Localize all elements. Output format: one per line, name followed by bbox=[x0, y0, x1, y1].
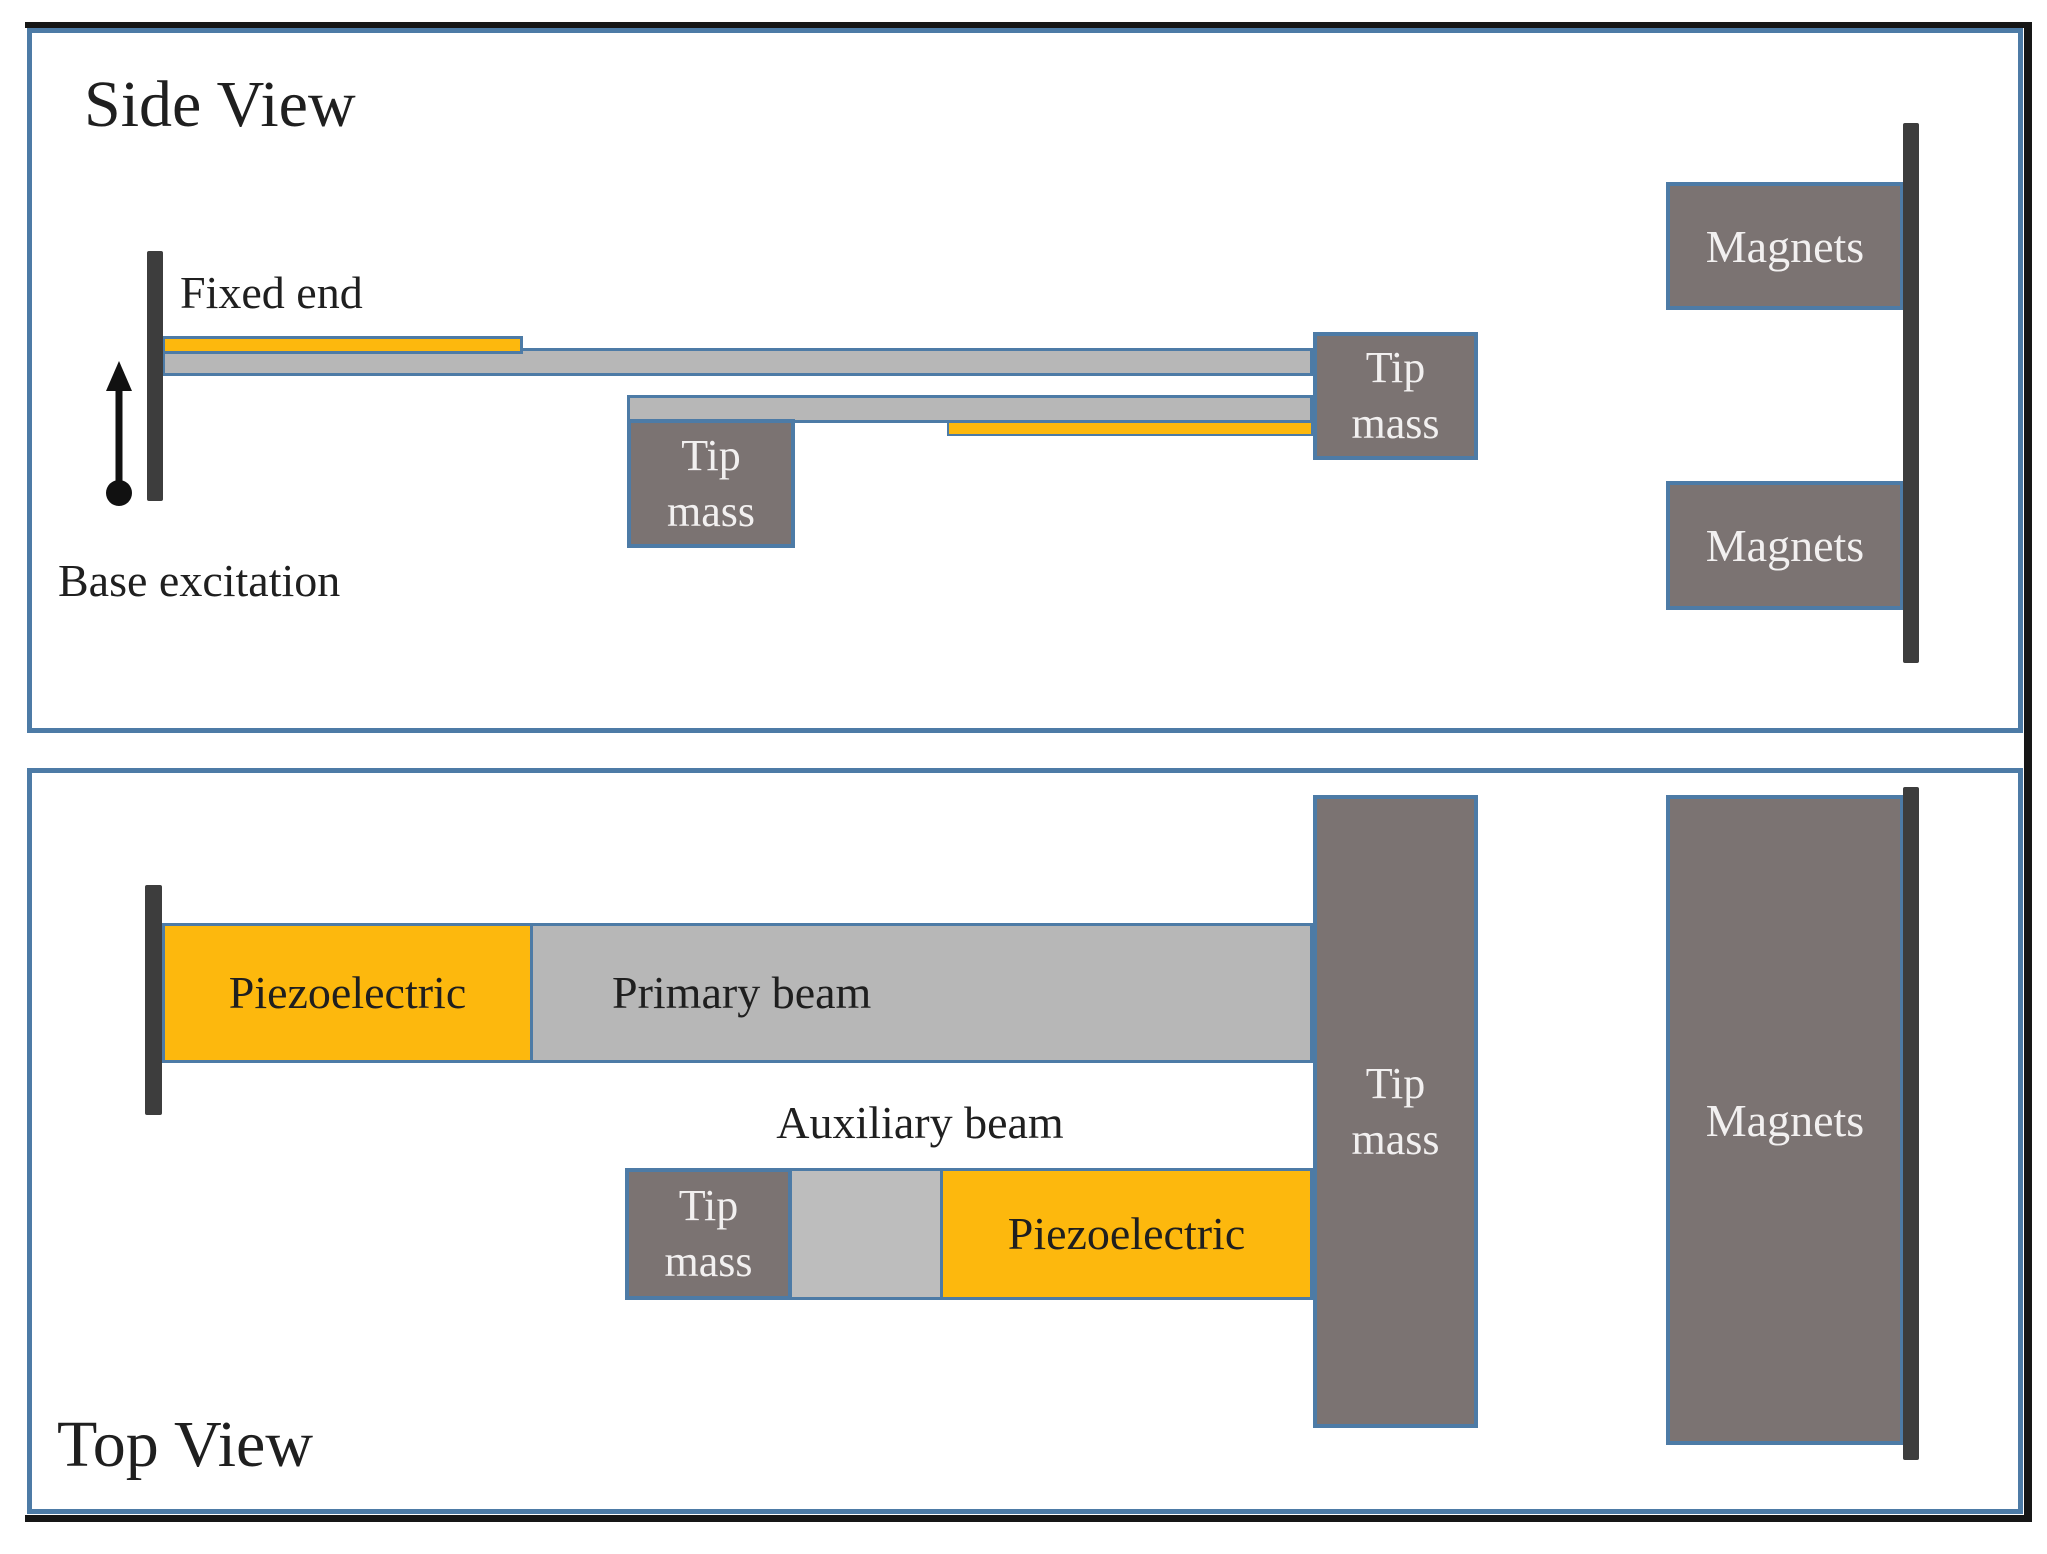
top-primary-piezo-label: Piezoelectric bbox=[228, 967, 467, 1018]
top-fixed-wall bbox=[145, 885, 162, 1115]
top-magnet-frame-bar bbox=[1903, 787, 1919, 1460]
side-aux-tip-mass: Tip mass bbox=[627, 419, 795, 548]
figure-frame bbox=[25, 22, 2032, 1522]
top-aux-piezo: Piezoelectric bbox=[940, 1168, 1313, 1300]
side-magnet-top-label: Magnets bbox=[1705, 220, 1865, 272]
side-main-tip-mass-label-line2: mass bbox=[1351, 399, 1440, 448]
top-aux-tip-mass-label-line1: Tip bbox=[678, 1181, 739, 1230]
top-primary-beam bbox=[530, 923, 1313, 1063]
top-magnets-label: Magnets bbox=[1705, 1094, 1865, 1146]
side-fixed-wall bbox=[147, 251, 163, 501]
primary-beam-label: Primary beam bbox=[612, 967, 872, 1018]
top-main-tip-mass: Tip mass bbox=[1313, 795, 1478, 1428]
top-magnets: Magnets bbox=[1666, 795, 1904, 1445]
side-view-panel bbox=[27, 28, 2023, 733]
top-aux-beam-segment bbox=[789, 1168, 943, 1300]
base-excitation-label: Base excitation bbox=[58, 555, 341, 606]
top-view-title: Top View bbox=[57, 1408, 314, 1481]
top-aux-tip-mass: Tip mass bbox=[625, 1168, 792, 1300]
side-magnet-bottom-label: Magnets bbox=[1705, 520, 1865, 571]
side-aux-tip-mass-label-line2: mass bbox=[667, 486, 755, 536]
side-magnet-frame-bar bbox=[1903, 123, 1919, 663]
side-main-tip-mass-label-line1: Tip bbox=[1365, 343, 1426, 392]
auxiliary-beam-label: Auxiliary beam bbox=[776, 1097, 1064, 1148]
side-magnet-bottom: Magnets bbox=[1666, 481, 1904, 610]
top-aux-tip-mass-label-line2: mass bbox=[664, 1237, 753, 1286]
side-aux-tip-mass-label-line1: Tip bbox=[681, 430, 741, 480]
side-main-tip-mass: Tip mass bbox=[1313, 332, 1478, 460]
top-main-tip-mass-label-line1: Tip bbox=[1365, 1058, 1426, 1108]
base-excitation-arrow-icon bbox=[106, 361, 132, 506]
side-magnet-top: Magnets bbox=[1666, 182, 1904, 310]
side-view-title: Side View bbox=[84, 68, 356, 141]
side-auxiliary-piezo-strip bbox=[947, 421, 1313, 436]
top-aux-piezo-label: Piezoelectric bbox=[1007, 1208, 1246, 1259]
top-main-tip-mass-label-line2: mass bbox=[1351, 1114, 1440, 1164]
side-primary-piezo-strip bbox=[162, 336, 523, 354]
fixed-end-label: Fixed end bbox=[180, 267, 363, 318]
top-primary-piezo: Piezoelectric bbox=[162, 923, 533, 1063]
